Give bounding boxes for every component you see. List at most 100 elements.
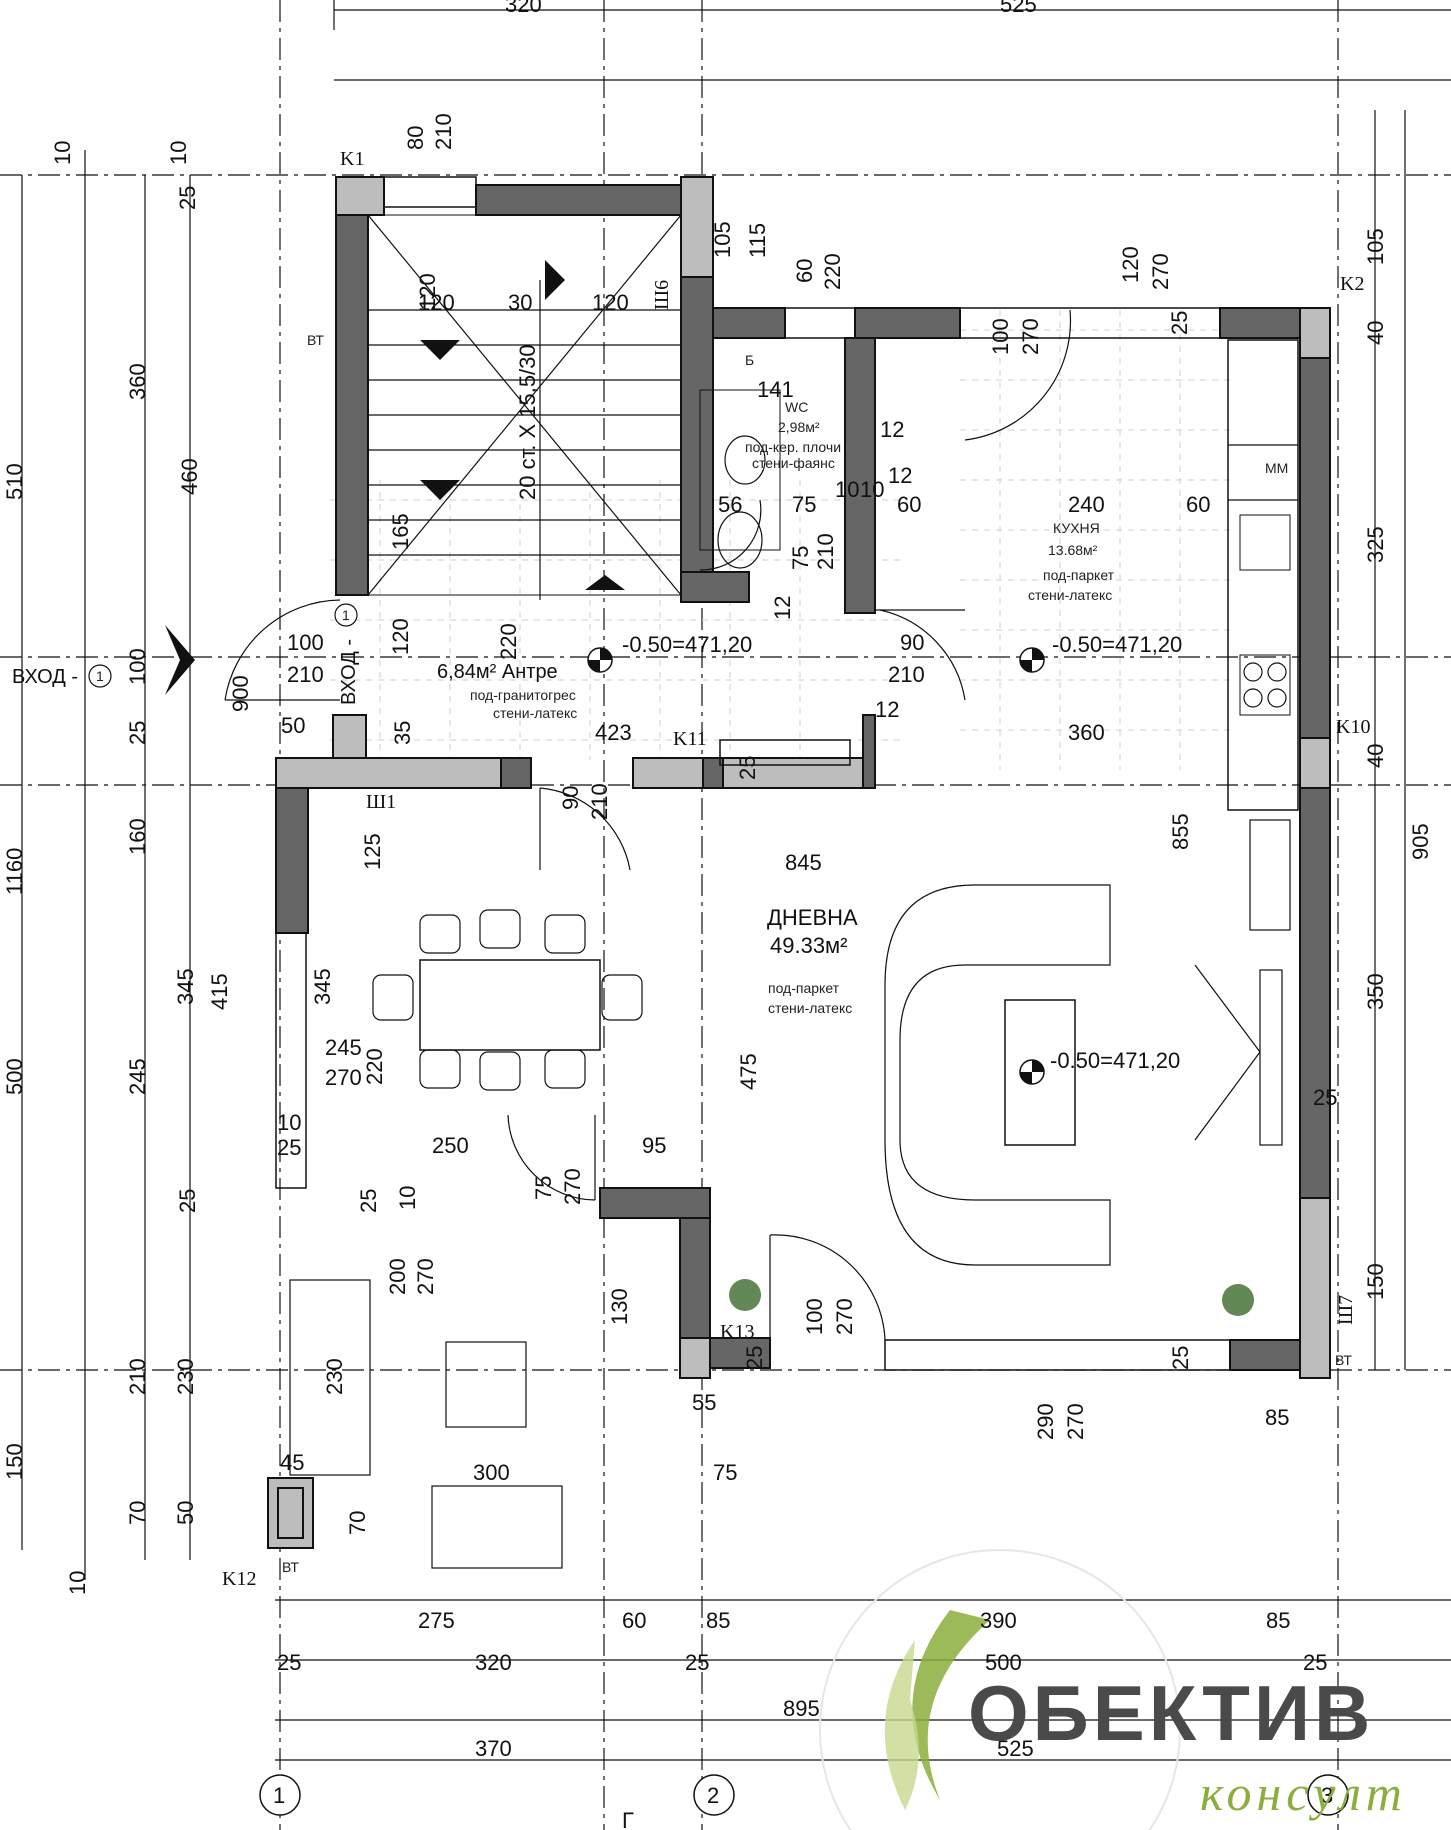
entry-side-number: 1 bbox=[342, 607, 350, 623]
entry-number-circle bbox=[88, 664, 112, 688]
dim-wc-12c: 12 bbox=[770, 596, 795, 620]
dim-b-85a: 85 bbox=[706, 1608, 730, 1633]
kitchen-name: КУХНЯ bbox=[1053, 520, 1100, 536]
dim-105a: 105 bbox=[710, 221, 735, 258]
dim-left-10b: 10 bbox=[166, 141, 191, 165]
dim-k-240: 240 bbox=[1068, 492, 1105, 517]
dim-250: 250 bbox=[432, 1133, 469, 1158]
dim-160: 160 bbox=[125, 818, 150, 855]
dim-25h: 25 bbox=[1168, 1346, 1193, 1370]
dim-325: 325 bbox=[1363, 526, 1388, 563]
dim-50b: 50 bbox=[173, 1501, 198, 1525]
dim-270d: 270 bbox=[560, 1168, 585, 1205]
dim-b-895: 895 bbox=[783, 1696, 820, 1721]
section-label-g: Г bbox=[622, 1808, 634, 1830]
dim-b-320: 320 bbox=[475, 1650, 512, 1675]
staircase bbox=[367, 214, 682, 600]
dim-stair-120d: 120 bbox=[388, 618, 413, 655]
dim-door-90b: 90 bbox=[558, 786, 583, 810]
dim-270g: 270 bbox=[1063, 1403, 1088, 1440]
axis-bubbles bbox=[259, 1774, 1349, 1816]
hall-floor: под-гранитогрес bbox=[470, 687, 576, 703]
room-labels: WC 2,98м² под-кер. плочи стени-фаянс КУХ… bbox=[437, 399, 1182, 1073]
dim-220c: 220 bbox=[362, 1048, 387, 1085]
dim-25c: 25 bbox=[735, 756, 760, 780]
level-3: -0.50=471,20 bbox=[1050, 1048, 1180, 1073]
dim-270a: 270 bbox=[1148, 253, 1173, 290]
dim-b-25b: 25 bbox=[685, 1650, 709, 1675]
dim-270e: 270 bbox=[413, 1258, 438, 1295]
dim-stair-165: 165 bbox=[388, 513, 413, 550]
hall-walls: стени-латекс bbox=[493, 705, 577, 721]
dim-entry-210: 210 bbox=[287, 662, 324, 687]
dim-150a: 150 bbox=[1363, 1263, 1388, 1300]
tag-k11: K11 bbox=[673, 728, 707, 750]
dim-75c: 75 bbox=[531, 1176, 556, 1200]
dim-wc-12b: 12 bbox=[888, 463, 912, 488]
dim-b-275: 275 bbox=[418, 1608, 455, 1633]
dim-55: 55 bbox=[692, 1390, 716, 1415]
dim-b-500: 500 bbox=[985, 1650, 1022, 1675]
dim-290: 290 bbox=[1033, 1403, 1058, 1440]
tag-k12: K12 bbox=[222, 1568, 256, 1590]
axis-label-1: 1 bbox=[273, 1783, 285, 1808]
entry-label: ВХОД - bbox=[12, 666, 78, 688]
dim-door-90a: 90 bbox=[900, 630, 924, 655]
dim-wc-210: 210 bbox=[813, 533, 838, 570]
dim-245a: 245 bbox=[125, 1058, 150, 1095]
dim-270f: 270 bbox=[832, 1298, 857, 1335]
dim-345b: 345 bbox=[310, 968, 335, 1005]
entry-side-label: ВХОД - bbox=[338, 639, 360, 705]
dim-25-right: 25 bbox=[1313, 1085, 1337, 1110]
dim-k-60a: 60 bbox=[897, 492, 921, 517]
dim-40a: 40 bbox=[1363, 321, 1388, 345]
dim-245b: 245 bbox=[325, 1035, 362, 1060]
doors bbox=[224, 309, 1072, 1341]
dim-100c: 100 bbox=[802, 1298, 827, 1335]
dim-125: 125 bbox=[360, 833, 385, 870]
dim-b-370: 370 bbox=[475, 1736, 512, 1761]
tag-k2: K2 bbox=[1340, 273, 1364, 295]
dim-b-25a: 25 bbox=[277, 1650, 301, 1675]
dim-25g: 25 bbox=[742, 1346, 767, 1370]
dim-100: 100 bbox=[988, 318, 1013, 355]
furniture bbox=[289, 339, 1299, 1569]
walls bbox=[267, 176, 1331, 1549]
dim-415: 415 bbox=[207, 973, 232, 1010]
dim-115: 115 bbox=[745, 223, 770, 258]
tag-b: Б bbox=[745, 352, 754, 368]
wc-walls: стени-фаянс bbox=[752, 455, 835, 471]
dim-85a: 85 bbox=[1265, 1405, 1289, 1430]
dim-wc-75a: 75 bbox=[792, 492, 816, 517]
company-logo bbox=[819, 1549, 1181, 1830]
level-1: -0.50=471,20 bbox=[622, 632, 752, 657]
dim-120: 120 bbox=[1118, 246, 1143, 283]
dim-entry-900: 900 bbox=[228, 675, 253, 712]
dim-200: 200 bbox=[385, 1258, 410, 1295]
tag-k13: K13 bbox=[720, 1321, 754, 1343]
dim-k1-80: 80 bbox=[403, 126, 428, 150]
dim-150b: 150 bbox=[2, 1443, 27, 1480]
dim-wc-10b: 10 bbox=[860, 477, 884, 502]
dim-door-210b: 210 bbox=[587, 783, 612, 820]
logo-main-text: ОБЕКТИВ bbox=[968, 1669, 1374, 1757]
dim-130b: 130 bbox=[607, 1288, 632, 1325]
dim-k1-210: 210 bbox=[431, 113, 456, 150]
dim-270c: 270 bbox=[325, 1065, 362, 1090]
dim-25b: 25 bbox=[125, 721, 150, 745]
dim-10c: 10 bbox=[277, 1110, 301, 1135]
dim-360b: 360 bbox=[1068, 720, 1105, 745]
dim-105b: 105 bbox=[1363, 228, 1388, 265]
entry-number: 1 bbox=[96, 668, 104, 684]
tag-vt2: ВТ bbox=[1335, 1352, 1352, 1368]
dim-b-60: 60 bbox=[622, 1608, 646, 1633]
dim-270b: 270 bbox=[1018, 318, 1043, 355]
dim-entry-100: 100 bbox=[287, 630, 324, 655]
dim-300: 300 bbox=[473, 1460, 510, 1485]
dim-423: 423 bbox=[595, 720, 632, 745]
axis-label-2: 2 bbox=[707, 1783, 719, 1808]
dim-12e: 12 bbox=[875, 697, 899, 722]
dim-left-510: 510 bbox=[2, 463, 27, 500]
dim-500: 500 bbox=[2, 1058, 27, 1095]
entry-arrow-icon bbox=[165, 625, 195, 695]
